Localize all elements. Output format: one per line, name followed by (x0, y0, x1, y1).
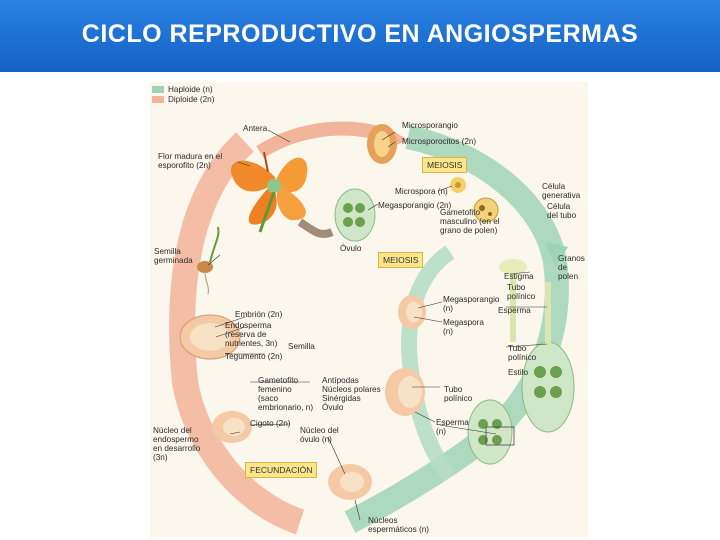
label-gametofito-femenino: Gametofito femenino (saco embrionario, n… (258, 376, 314, 412)
diploid-swatch (152, 96, 164, 103)
label-ovulo: Óvulo (340, 244, 362, 253)
label-tubo-polinico-3: Tubo polínico (444, 385, 473, 403)
megasporangium-illustration (398, 295, 426, 329)
label-megasporangio-2n: Megasporangio (2n) (378, 201, 452, 210)
fertilization-ovule-illustration (467, 399, 515, 465)
label-microsporangio: Microsporangio (402, 121, 458, 130)
label-tubo-polinico-1: Tubo polínico (507, 283, 536, 301)
label-antipodas-group: Antípodas Núcleos polares Sinérgidas Óvu… (322, 376, 381, 412)
label-cigoto: Cigoto (2n) (250, 419, 291, 428)
ovule-illustration (334, 188, 376, 242)
label-antera: Antera (243, 124, 268, 133)
zygote-illustration (212, 411, 252, 443)
ovule-return-arrow (297, 218, 334, 238)
page-title: CICLO REPRODUCTIVO EN ANGIOSPERMAS (81, 20, 639, 48)
label-celula-tubo: Célula del tubo (547, 202, 577, 220)
label-tegumento: Tegumento (2n) (225, 352, 283, 361)
cycle-artwork (152, 86, 575, 535)
label-microsporocitos: Microsporocitos (2n) (402, 137, 477, 146)
label-estilo: Estilo (508, 368, 529, 377)
double-fertilization-illustration (328, 464, 372, 500)
label-esperma-1: Esperma (498, 306, 531, 315)
label-nucleo-ovulo: Núcleo del óvulo (n) (300, 426, 339, 444)
label-flor-madura: Flor madura en el esporofito (2n) (158, 152, 223, 170)
meiosis-box-1: MEIOSIS (422, 157, 468, 173)
meiosis-box-2: MEIOSIS (378, 252, 424, 268)
label-embrion: Embrión (2n) (235, 310, 283, 319)
label-semilla: Semilla (288, 342, 315, 351)
diploid-cycle-band (169, 132, 305, 535)
flower-illustration (230, 151, 308, 233)
label-granos-polen: Granos de polen (558, 254, 585, 281)
embryo-sac-illustration (385, 368, 425, 416)
life-cycle-figure: Haploide (n) Diploide (2n) Antera Micros… (150, 82, 588, 538)
fecundacion-box: FECUNDACIÓN (245, 462, 318, 478)
label-gametofito-masculino: Gametofito masculino (en el grano de pol… (440, 208, 500, 235)
title-bar: CICLO REPRODUCTIVO EN ANGIOSPERMAS (0, 0, 720, 72)
label-tubo-polinico-2: Tubo polínico (508, 344, 537, 362)
label-semilla-germinada: Semilla germinada (154, 247, 193, 265)
legend-haploid: Haploide (n) (168, 85, 213, 94)
label-microspora: Microspora (n) (395, 187, 448, 196)
label-endosperma: Endosperma (reserva de nutrientes, 3n) (225, 321, 278, 348)
label-esperma-2: Esperma (n) (436, 418, 469, 436)
legend-diploid: Diploide (2n) (168, 95, 215, 104)
label-celula-generativa: Célula generativa (542, 182, 581, 200)
label-nucleos-espermaticos: Núcleos espermáticos (n) (368, 516, 429, 534)
callout-lines (207, 129, 548, 521)
seed-illustration (179, 314, 241, 360)
label-nucleo-endosperma: Núcleo del endospermo en desarrollo (3n) (153, 426, 201, 462)
inner-haploid-band (401, 245, 457, 482)
haploid-swatch (152, 86, 164, 93)
label-megasporangio-n: Megasporangio (n) (443, 295, 500, 313)
label-megaspora: Megaspora (n) (443, 318, 484, 336)
pollen-grain (473, 197, 499, 223)
label-estigma: Estigma (504, 272, 534, 281)
haploid-arrowhead (545, 242, 568, 267)
